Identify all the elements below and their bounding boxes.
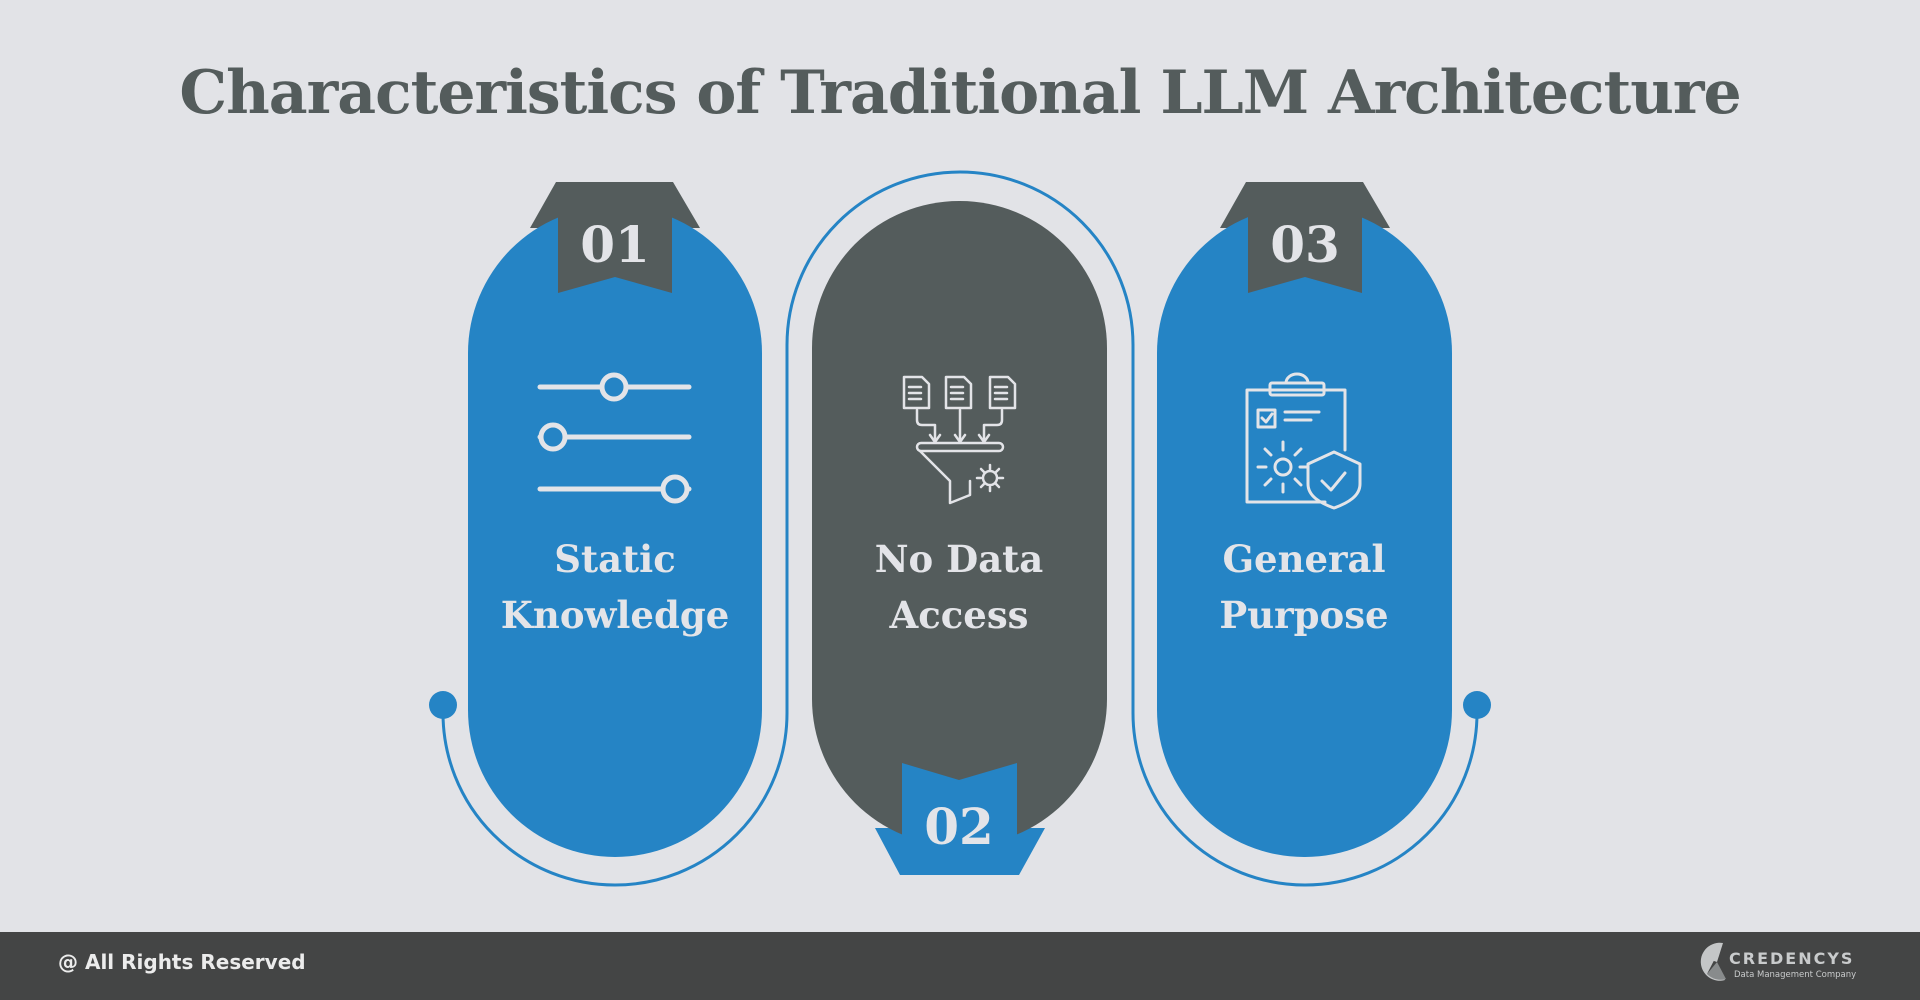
card-3-title-line1: General — [1222, 537, 1386, 581]
brand-name: CREDENCYS — [1729, 949, 1855, 968]
connector-dot-right — [1463, 691, 1491, 719]
card-2-title-line1: No Data — [874, 537, 1044, 581]
card-3-title-line2: Purpose — [1219, 593, 1389, 637]
page-title: Characteristics of Traditional LLM Archi… — [179, 58, 1741, 128]
card-1-shape — [468, 206, 762, 857]
brand-tagline: Data Management Company — [1734, 970, 1857, 980]
card-1-number: 01 — [580, 215, 650, 274]
card-1-title-line1: Static — [554, 537, 676, 581]
ribbon-03 — [1248, 182, 1362, 293]
connector-dot-left — [429, 691, 457, 719]
card-2-shape — [812, 201, 1107, 846]
footer: @ All Rights Reserved CREDENCYS Data Man… — [0, 932, 1920, 1000]
copyright-text: @ All Rights Reserved — [58, 950, 306, 974]
card-3-shape — [1157, 206, 1452, 857]
ribbon-02 — [902, 763, 1017, 875]
clipboard-gear-shield-icon — [1245, 372, 1362, 510]
card-3-number: 03 — [1270, 215, 1340, 274]
card-2-title-line2: Access — [889, 593, 1029, 637]
sliders-icon — [537, 372, 692, 504]
infographic-graphic — [429, 170, 1491, 887]
documents-funnel-icon — [902, 375, 1017, 505]
ribbon-01 — [558, 182, 672, 293]
connector-line — [441, 170, 1479, 887]
card-1-title-line2: Knowledge — [500, 593, 730, 637]
credencys-logo-icon — [1700, 942, 1726, 981]
card-2-number: 02 — [924, 797, 994, 856]
